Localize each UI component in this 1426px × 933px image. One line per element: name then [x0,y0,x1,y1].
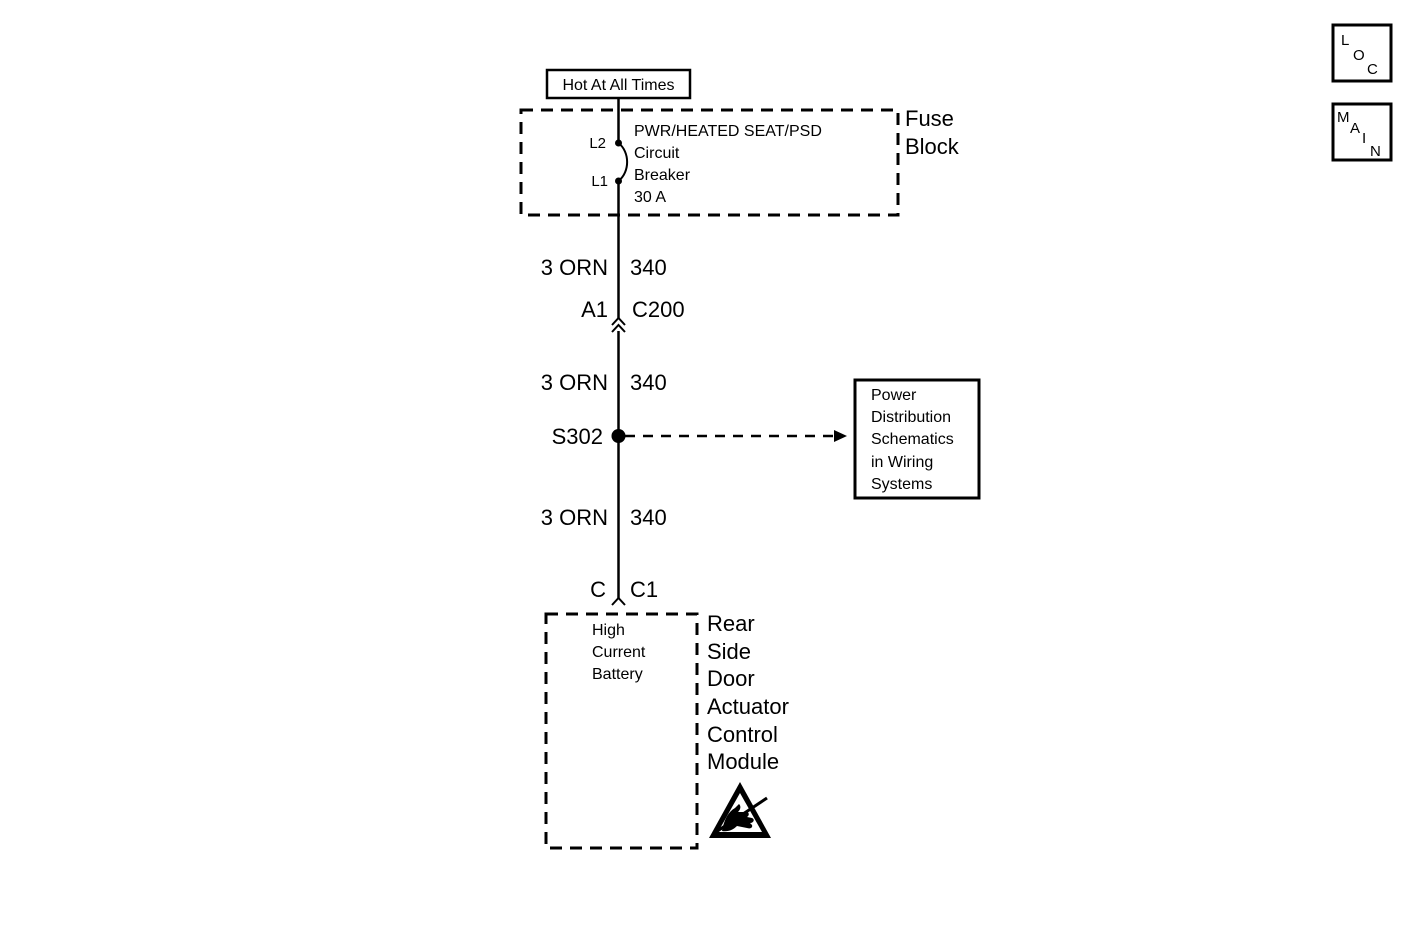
module-name-line-6: Module [707,749,779,774]
c200-pin-label: A1 [581,297,608,322]
main-button[interactable]: M A I N [1331,102,1393,162]
c1-pin-label: C [590,577,606,602]
main-letter-a: A [1350,120,1360,137]
c1-name-label: C1 [630,577,658,602]
module-input-line-2: Current [592,644,646,661]
breaker-line-4: 30 A [634,189,666,206]
segment-2-circuit-label: 340 [630,370,667,395]
module-input-line-1: High [592,622,625,639]
main-letter-m: M [1337,109,1350,126]
reference-line-1: Power [871,387,917,404]
loc-letter-c: C [1367,61,1378,78]
splice-label: S302 [552,424,603,449]
loc-button[interactable]: L O C [1331,23,1393,83]
segment-3-wire-label: 3 ORN [541,505,608,530]
reference-line-3: Schematics [871,431,954,448]
splice-s302: S302 [552,424,626,449]
power-source-box: Hot At All Times [545,68,692,100]
segment-3-circuit-label: 340 [630,505,667,530]
breaker-line-1: PWR/HEATED SEAT/PSD [634,123,822,140]
breaker-line-2: Circuit [634,145,680,162]
loc-letter-l: L [1341,32,1349,49]
reference-line-2: Distribution [871,409,951,426]
main-letter-n: N [1370,143,1381,160]
power-distribution-reference[interactable]: Power Distribution Schematics in Wiring … [853,378,981,500]
fuse-block-title-2: Block [905,134,960,159]
segment-1-circuit-label: 340 [630,255,667,280]
fuse-block: Fuse Block PWR/HEATED SEAT/PSD Circuit B… [519,106,960,217]
module-input-line-3: Battery [592,666,643,683]
connector-c200: A1 C200 [581,297,685,333]
reference-line-4: in Wiring [871,454,933,471]
segment-1-wire-label: 3 ORN [541,255,608,280]
reference-arrow [625,430,847,442]
reference-line-5: Systems [871,476,932,493]
loc-letter-o: O [1353,47,1365,64]
connector-c1: C C1 [590,577,658,606]
segment-2-wire-label: 3 ORN [541,370,608,395]
module-name-line-4: Actuator [707,694,789,719]
esd-warning-icon [709,782,771,838]
rear-side-door-actuator-control-module: High Current Battery Rear Side Door Actu… [544,611,789,850]
fuse-block-title-1: Fuse [905,106,954,131]
module-name-line-3: Door [707,666,755,691]
module-name-line-5: Control [707,722,778,747]
module-name-line-1: Rear [707,611,755,636]
breaker-line-3: Breaker [634,167,691,184]
module-name-line-2: Side [707,639,751,664]
power-source-label: Hot At All Times [562,77,674,94]
terminal-l1-label: L1 [591,173,608,190]
terminal-l2-label: L2 [589,135,606,152]
main-letter-i: I [1362,130,1366,147]
c200-name-label: C200 [632,297,685,322]
